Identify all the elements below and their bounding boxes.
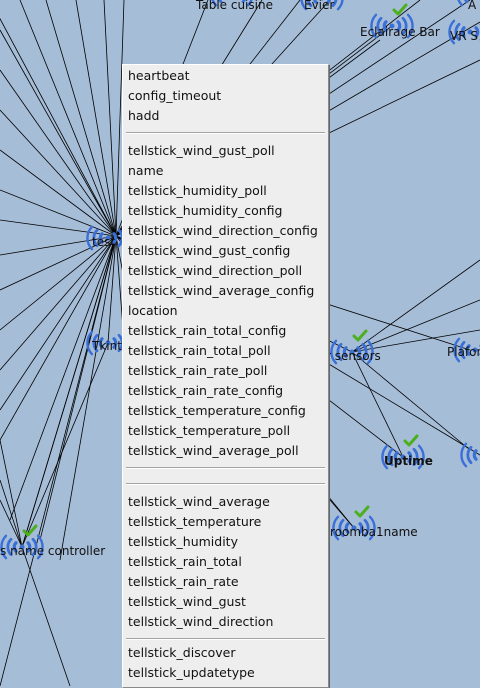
menu-item-tellstick-wind-average[interactable]: tellstick_wind_average [128, 492, 270, 512]
menu-item-heartbeat[interactable]: heartbeat [128, 66, 190, 86]
menu-item-tellstick-updatetype[interactable]: tellstick_updatetype [128, 663, 255, 683]
node-label-eclairage-bar[interactable]: Eclairage Bar [360, 25, 440, 39]
graph-edge [0, 190, 116, 236]
graph-edge [0, 440, 22, 547]
check-icon [356, 507, 368, 516]
node-label-top-right[interactable]: A [468, 0, 476, 12]
menu-separator [126, 638, 325, 640]
graph-edge [352, 260, 480, 352]
node-label-uptime[interactable]: Uptime [384, 454, 433, 468]
graph-edge [22, 236, 116, 547]
graph-edge [352, 352, 470, 450]
node-label-evier[interactable]: Evier [304, 0, 334, 12]
graph-edge [22, 547, 70, 686]
menu-item-config-timeout[interactable]: config_timeout [128, 86, 221, 106]
menu-item-tellstick-rain-total[interactable]: tellstick_rain_total [128, 552, 242, 572]
menu-item-tellstick-wind-direction-poll[interactable]: tellstick_wind_direction_poll [128, 261, 302, 281]
graph-edge [0, 110, 116, 236]
menu-item-tellstick-wind-direction-config[interactable]: tellstick_wind_direction_config [128, 221, 318, 241]
menu-item-name[interactable]: name [128, 161, 163, 181]
menu-item-location[interactable]: location [128, 301, 178, 321]
menu-item-tellstick-temperature-config[interactable]: tellstick_temperature_config [128, 401, 306, 421]
menu-separator [126, 132, 325, 134]
menu-item-tellstick-rain-rate[interactable]: tellstick_rain_rate [128, 572, 239, 592]
menu-separator [126, 467, 325, 469]
node-label-sensors[interactable]: r sensors [326, 349, 381, 363]
node-label-vr-s[interactable]: VR S [450, 29, 478, 43]
menu-separator [126, 483, 325, 485]
node-label-roomba[interactable]: roomba1name [330, 525, 418, 539]
menu-item-tellstick-humidity[interactable]: tellstick_humidity [128, 532, 238, 552]
menu-item-tellstick-wind-gust-poll[interactable]: tellstick_wind_gust_poll [128, 141, 275, 161]
menu-item-tellstick-rain-total-config[interactable]: tellstick_rain_total_config [128, 321, 286, 341]
menu-item-tellstick-rain-total-poll[interactable]: tellstick_rain_total_poll [128, 341, 271, 361]
menu-item-tellstick-wind-average-config[interactable]: tellstick_wind_average_config [128, 281, 314, 301]
node-label-tellstick[interactable]: test [92, 235, 115, 249]
menu-item-tellstick-wind-direction[interactable]: tellstick_wind_direction [128, 612, 273, 632]
menu-item-tellstick-humidity-config[interactable]: tellstick_humidity_config [128, 201, 283, 221]
menu-item-tellstick-temperature-poll[interactable]: tellstick_temperature_poll [128, 421, 290, 441]
menu-item-tellstick-rain-rate-poll[interactable]: tellstick_rain_rate_poll [128, 361, 267, 381]
graph-edge [0, 0, 116, 236]
node-label-plafo[interactable]: Plafon [447, 345, 480, 359]
menu-item-tellstick-discover[interactable]: tellstick_discover [128, 643, 235, 663]
menu-item-tellstick-wind-gust-config[interactable]: tellstick_wind_gust_config [128, 241, 290, 261]
menu-item-tellstick-temperature[interactable]: tellstick_temperature [128, 512, 261, 532]
wifi-icon[interactable] [461, 444, 480, 466]
menu-item-hadd[interactable]: hadd [128, 106, 159, 126]
check-icon [354, 331, 366, 340]
check-icon [405, 436, 417, 445]
menu-item-tellstick-rain-rate-config[interactable]: tellstick_rain_rate_config [128, 381, 283, 401]
menu-item-tellstick-wind-gust[interactable]: tellstick_wind_gust [128, 592, 246, 612]
node-label-controller[interactable]: s name controller [0, 544, 105, 558]
graph-edge [0, 480, 22, 547]
graph-edge [0, 220, 116, 236]
graph-edge [0, 70, 116, 236]
menu-item-tellstick-wind-average-poll[interactable]: tellstick_wind_average_poll [128, 441, 299, 461]
node-label-table-cuisine[interactable]: Table cuisine [196, 0, 273, 12]
menu-item-tellstick-humidity-poll[interactable]: tellstick_humidity_poll [128, 181, 267, 201]
graph-edge [0, 236, 116, 410]
